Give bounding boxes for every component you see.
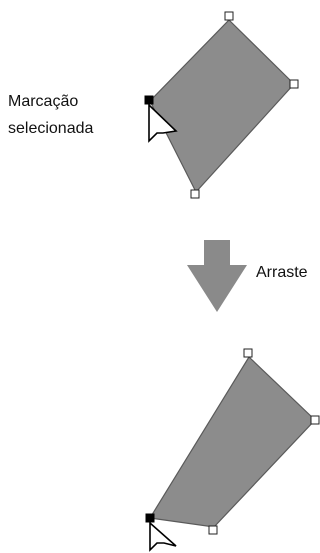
selected-point-handle[interactable] [144,95,154,105]
down-arrow-icon [187,240,247,312]
drag-arrow-group: Arraste [187,240,308,312]
selected-point-label-line2: selecionada [8,120,94,137]
point-handle-right-after[interactable] [310,415,320,425]
point-handle-bottom[interactable] [190,189,200,199]
selected-point-label-line1: Marcação [8,93,78,110]
mouse-pointer-icon-after [149,521,177,552]
point-handle-top-after[interactable] [243,348,253,358]
shape-before-group: Marcação selecionada [8,11,299,199]
point-handle-bottom-after[interactable] [208,525,218,535]
shape-after-group [145,348,320,552]
shape-after [149,356,316,528]
drag-action-label: Arraste [256,264,308,281]
selected-point-handle-after[interactable] [145,513,155,523]
point-handle-right[interactable] [289,79,299,89]
point-handle-top[interactable] [224,11,234,21]
mouse-pointer-icon [148,103,178,143]
shape-before [149,19,295,194]
